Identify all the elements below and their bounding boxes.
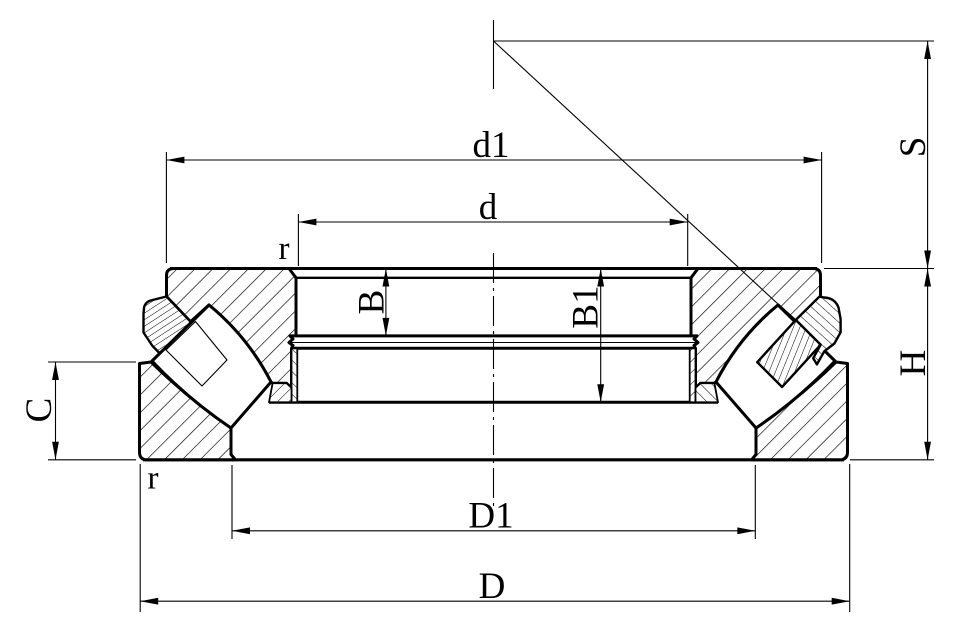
label-S: S [893,137,934,158]
roller-left [150,303,273,430]
cage-inner-rim-right [688,347,697,404]
cage-flare-left [268,382,293,404]
dimension-labels: d1 d D1 D S H C B B1 r r [19,125,934,607]
label-D: D [479,566,506,607]
label-B1: B1 [566,285,607,328]
cage-outer-rim-right [794,295,842,366]
label-r-bottom: r [148,461,159,497]
cage-flare-right [694,382,719,404]
label-d: d [479,187,498,228]
label-D1: D1 [468,496,513,537]
label-r-top: r [279,231,290,267]
label-C: C [19,398,60,423]
cage-pocket-window-left [165,320,228,387]
construction-lines [492,20,934,506]
cage-inner-rim-left [290,347,299,404]
dimensions [48,41,934,612]
label-B: B [352,290,393,315]
label-H: H [893,350,934,377]
label-d1: d1 [473,125,510,166]
sphere-radius-slanted-line [493,40,779,305]
